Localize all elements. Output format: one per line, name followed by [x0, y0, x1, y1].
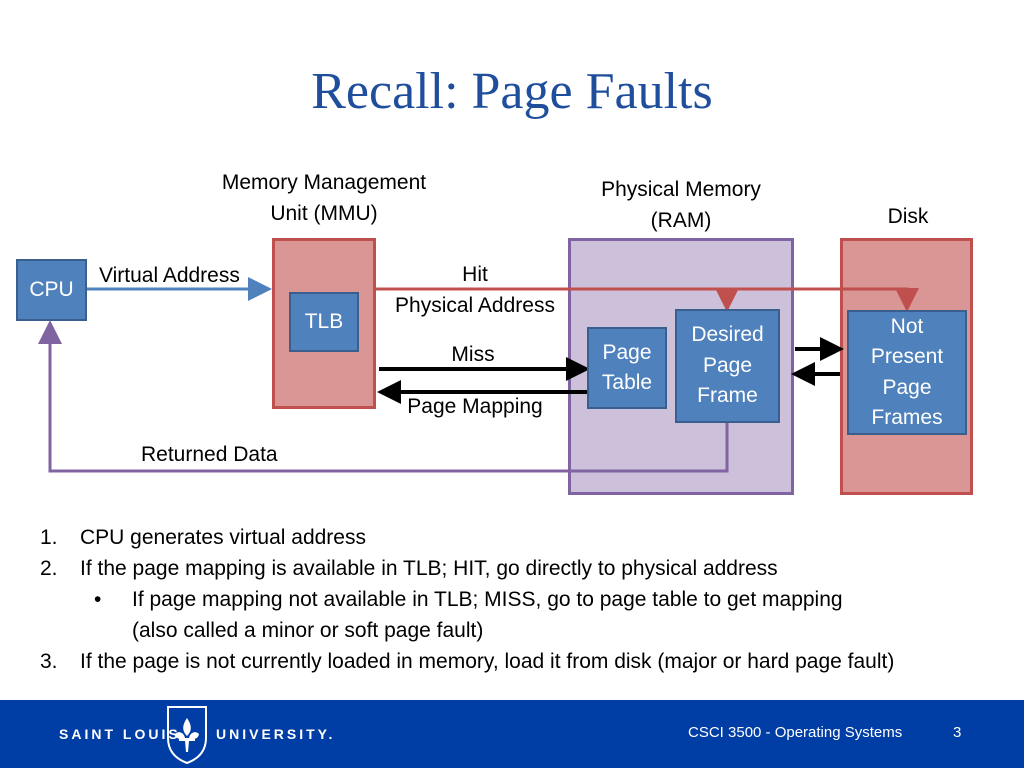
- mmu-label: Memory Management Unit (MMU): [196, 167, 452, 229]
- footer-bar: [0, 700, 1024, 768]
- slide-title: Recall: Page Faults: [311, 63, 713, 120]
- page-table-line1: Page: [602, 340, 652, 364]
- mmu-label-line1: Memory Management: [221, 171, 427, 194]
- substep-bullet: •: [94, 588, 102, 611]
- not-present-line2: Present: [870, 345, 944, 369]
- page-table-box: Page Table: [587, 327, 667, 409]
- not-present-line1: Not: [890, 314, 924, 338]
- virtual-address-label: Virtual Address: [99, 264, 240, 287]
- step-3-number: 3.: [40, 650, 58, 673]
- step-2-number: 2.: [40, 557, 58, 580]
- page-number: 3: [953, 724, 962, 741]
- step-3-text: If the page is not currently loaded in m…: [80, 650, 895, 673]
- substep-line1: If page mapping not available in TLB; MI…: [132, 588, 843, 611]
- desired-line2: Page: [702, 353, 753, 377]
- course-label: CSCI 3500 - Operating Systems: [688, 724, 903, 741]
- not-present-page-frames-box: Not Present Page Frames: [847, 310, 967, 435]
- physical-address-label: Physical Address: [395, 294, 555, 317]
- steps-list: 1. CPU generates virtual address 2. If the…: [40, 522, 894, 677]
- desired-line1: Desired: [691, 323, 764, 347]
- substep: • If page mapping not available in TLB; …: [40, 584, 894, 646]
- ram-label-line1: Physical Memory: [601, 178, 761, 201]
- page-mapping-label: Page Mapping: [407, 395, 543, 418]
- hit-label: Hit: [462, 263, 488, 286]
- not-present-line3: Page: [882, 375, 932, 399]
- step-3: 3. If the page is not currently loaded in…: [40, 646, 894, 677]
- university-seal-logo: [167, 706, 207, 765]
- hit-arrow: [376, 287, 919, 312]
- not-present-line4: Frames: [871, 405, 943, 429]
- ram-label-line2: (RAM): [650, 209, 712, 232]
- ram-label: Physical Memory (RAM): [571, 174, 791, 236]
- miss-label: Miss: [451, 343, 495, 366]
- step-2: 2. If the page mapping is available in TL…: [40, 553, 894, 584]
- disk-label: Disk: [887, 205, 929, 228]
- desired-page-frame-box: Desired Page Frame: [675, 309, 780, 423]
- step-2-text: If the page mapping is available in TLB;…: [80, 557, 778, 580]
- desired-line3: Frame: [697, 384, 758, 408]
- step-1: 1. CPU generates virtual address: [40, 522, 894, 553]
- cpu-box: CPU: [16, 259, 87, 321]
- step-1-number: 1.: [40, 526, 58, 549]
- tlb-box: TLB: [289, 292, 359, 352]
- returned-data-arrow: [38, 320, 729, 473]
- step-1-text: CPU generates virtual address: [80, 526, 366, 549]
- substep-line2: (also called a minor or soft page fault): [132, 619, 484, 642]
- returned-data-label: Returned Data: [141, 443, 278, 466]
- mmu-label-line2: Unit (MMU): [270, 202, 378, 225]
- page-table-line2: Table: [601, 371, 653, 394]
- university-name-left: SAINT LOUIS: [59, 726, 181, 742]
- university-name-right: UNIVERSITY.: [216, 726, 336, 742]
